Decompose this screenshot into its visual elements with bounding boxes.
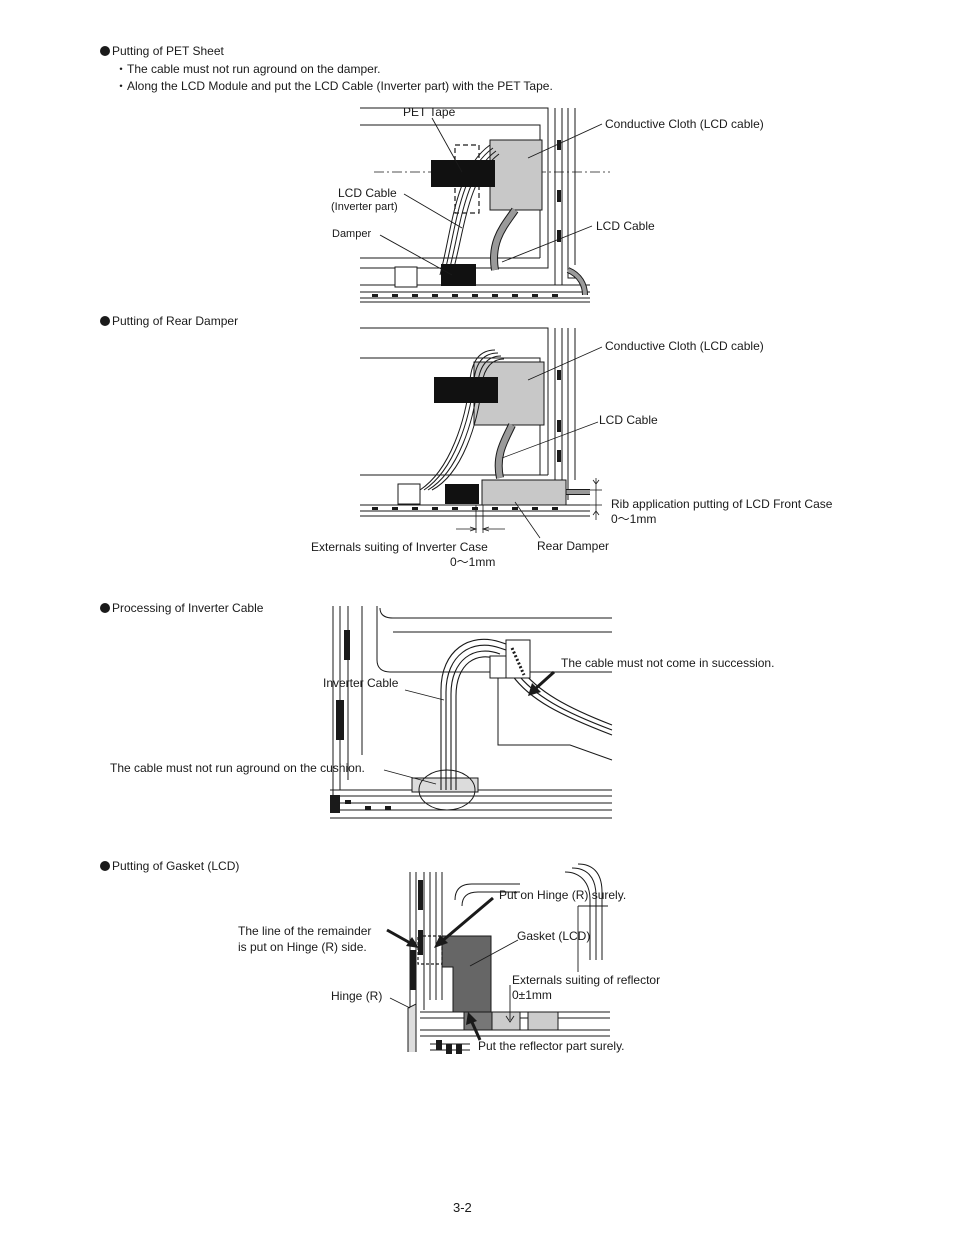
- label-inverter-cable: Inverter Cable: [323, 676, 399, 690]
- section-title-inverter-cable: Processing of Inverter Cable: [100, 601, 263, 615]
- label-lcd-cable: LCD Cable: [596, 219, 655, 233]
- section-title-gasket: Putting of Gasket (LCD): [100, 859, 239, 873]
- label-remainder-line-1: The line of the remainder: [238, 924, 372, 938]
- label-hinge-surely: Put on Hinge (R) surely.: [499, 888, 627, 902]
- label-cushion-warning: The cable must not run aground on the cu…: [110, 761, 365, 775]
- label-pet-tape: PET Tape: [403, 105, 456, 119]
- label-remainder-line-2: is put on Hinge (R) side.: [238, 940, 367, 954]
- label-rib-application: Rib application putting of LCD Front Cas…: [611, 497, 833, 511]
- label-lcd-cable-inverter: LCD Cable: [338, 186, 397, 200]
- label-reflector-tolerance: 0±1mm: [512, 988, 552, 1002]
- label-rear-damper: Rear Damper: [537, 539, 610, 553]
- label-lcd-cable-2: LCD Cable: [599, 413, 658, 427]
- label-not-succession: The cable must not come in succession.: [561, 656, 775, 670]
- page-number: 3-2: [453, 1200, 472, 1215]
- label-externals-reflector: Externals suiting of reflector: [512, 973, 661, 987]
- label-hinge-r: Hinge (R): [331, 989, 383, 1003]
- label-rib-tolerance: 0～1mm: [611, 512, 657, 526]
- section-title-pet: Putting of PET Sheet: [100, 44, 224, 58]
- bullet-icon: [100, 861, 110, 871]
- label-externals-inverter-case: Externals suiting of Inverter Case: [311, 540, 488, 554]
- section-title-rear-damper: Putting of Rear Damper: [100, 314, 238, 328]
- label-damper: Damper: [332, 228, 372, 240]
- label-gasket: Gasket (LCD): [517, 929, 591, 943]
- pet-note-1: ・The cable must not run aground on the d…: [115, 62, 381, 76]
- label-reflector-surely: Put the reflector part surely.: [478, 1039, 625, 1053]
- label-inverter-part: (Inverter part): [331, 201, 398, 213]
- label-externals-tolerance: 0～1mm: [450, 555, 496, 569]
- bullet-icon: [100, 603, 110, 613]
- pet-note-2: ・Along the LCD Module and put the LCD Ca…: [115, 79, 553, 93]
- bullet-icon: [100, 316, 110, 326]
- bullet-icon: [100, 46, 110, 56]
- label-conductive-cloth: Conductive Cloth (LCD cable): [605, 117, 764, 131]
- label-conductive-cloth-2: Conductive Cloth (LCD cable): [605, 339, 764, 353]
